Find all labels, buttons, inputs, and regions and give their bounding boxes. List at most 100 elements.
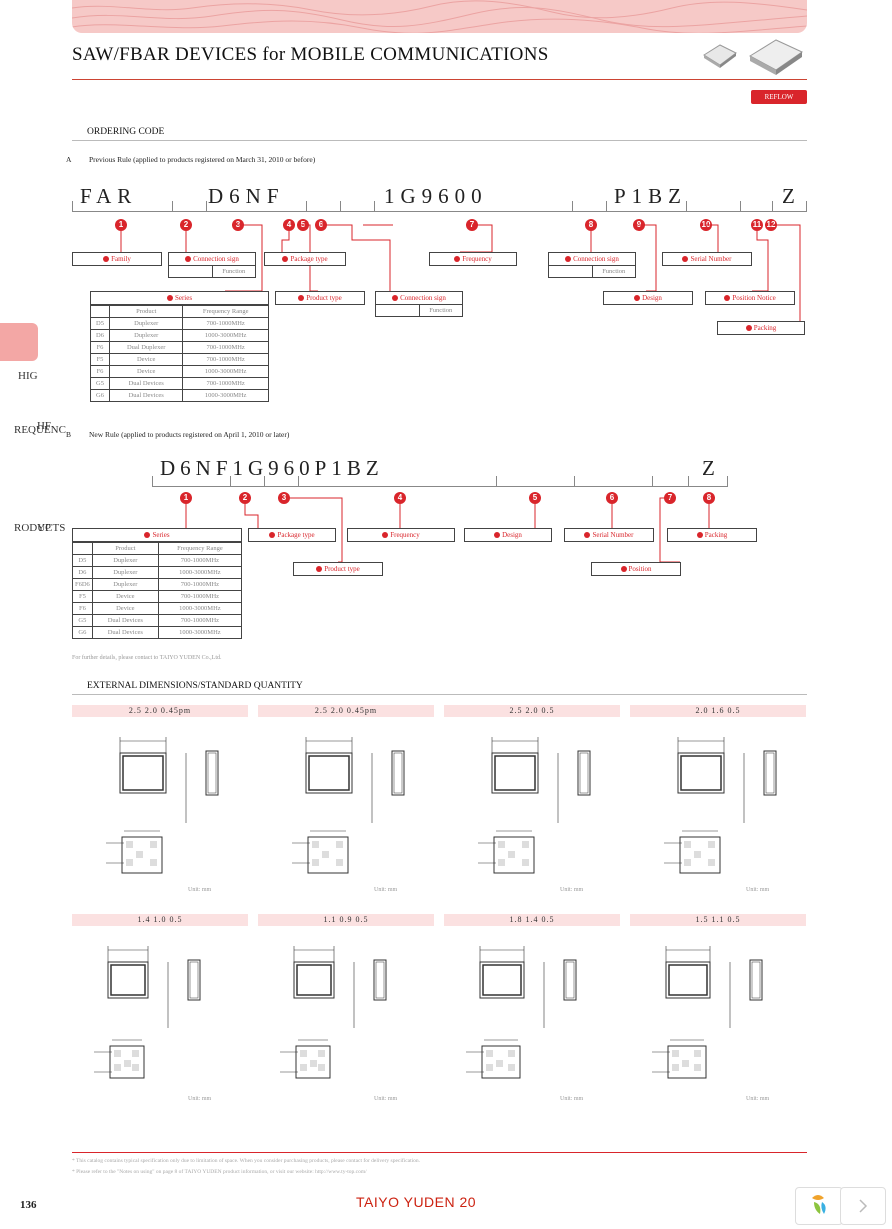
code-b-tick	[574, 476, 575, 486]
box-connection-sign: Connection sign	[168, 252, 256, 266]
code-b-tick	[496, 476, 497, 486]
code-segment-z: Z	[782, 184, 801, 208]
unit-note: Unit: mm	[560, 1096, 584, 1102]
box-product-type: Product type	[275, 291, 365, 305]
unit-note: Unit: mm	[374, 1096, 398, 1102]
side-tab[interactable]	[0, 323, 38, 361]
code-a-tick	[806, 201, 807, 211]
code-a-tick	[606, 201, 607, 211]
brand-logo: TAIYO YUDEN 20	[356, 1194, 477, 1210]
code-segment-p1bz: P1BZ	[614, 184, 688, 208]
chip-image-small	[700, 41, 740, 69]
box-b-position: Position	[591, 562, 681, 576]
unit-note: Unit: mm	[746, 1096, 770, 1102]
code-b-tick	[727, 476, 728, 486]
code-a-tick	[686, 201, 687, 211]
box-connection-sign-3: Connection sign	[375, 291, 463, 305]
package-header: 1.8 1.4 0.5	[444, 914, 620, 926]
box-serial-number: Serial Number	[662, 252, 752, 266]
package-header: 1.4 1.0 0.5	[72, 914, 248, 926]
marker-a-2: 2	[180, 219, 192, 231]
marker-a-4: 4	[283, 219, 295, 231]
box-connection-sign-2: Connection sign	[548, 252, 636, 266]
code-b-end: Z	[702, 456, 721, 480]
section-b-desc: New Rule (applied to products registered…	[89, 430, 290, 439]
box-b-packing: Packing	[667, 528, 757, 542]
code-a-tick	[740, 201, 741, 211]
footer-note-1: * This catalog contains typical specific…	[72, 1158, 421, 1164]
side-vertical-text-1: HIG	[18, 370, 38, 382]
package-drawing	[652, 946, 763, 1079]
package-header: 2.5 2.0 0.5	[444, 705, 620, 717]
box-family: Family	[72, 252, 162, 266]
box-b-design: Design	[464, 528, 552, 542]
page-title: SAW/FBAR DEVICES for MOBILE COMMUNICATIO…	[72, 44, 549, 65]
box-b-serial-number: Serial Number	[564, 528, 654, 542]
footer-rule	[72, 1152, 807, 1153]
package-drawing	[94, 946, 201, 1079]
connection-sign-2-sub: Function	[548, 266, 636, 278]
code-segment-freq: 1G9600	[384, 184, 488, 208]
code-b-tick	[298, 476, 299, 486]
package-drawing	[280, 946, 387, 1079]
section-a-leaders	[120, 224, 801, 321]
package-header: 2.5 2.0 0.45pm	[258, 705, 434, 717]
code-segment-d6nf: D6NF	[208, 184, 285, 208]
package-header: 2.0 1.6 0.5	[630, 705, 806, 717]
marker-b-6: 6	[606, 492, 618, 504]
package-drawing	[664, 737, 777, 874]
box-position: Position Notice	[705, 291, 795, 305]
unit-note: Unit: mm	[188, 1096, 212, 1102]
box-package-type: Package type	[264, 252, 346, 266]
dimensions-rule	[72, 694, 807, 695]
chip-image-large	[746, 36, 806, 78]
package-drawing	[106, 737, 219, 874]
header-banner	[72, 0, 807, 33]
page-number: 136	[20, 1199, 37, 1211]
package-drawing	[478, 737, 591, 874]
code-b-tick	[230, 476, 231, 486]
box-series: Series	[90, 291, 269, 305]
code-a-tick	[772, 201, 773, 211]
box-frequency: Frequency	[429, 252, 517, 266]
code-a-tick	[306, 201, 307, 211]
code-segment-far: FAR	[80, 184, 138, 208]
code-a-tick	[206, 201, 207, 211]
unit-note: Unit: mm	[560, 887, 584, 893]
code-a-tick	[340, 201, 341, 211]
marker-b-4: 4	[394, 492, 406, 504]
code-b-tick	[688, 476, 689, 486]
package-header: 1.1 0.9 0.5	[258, 914, 434, 926]
logo-nav-button[interactable]	[795, 1187, 843, 1225]
code-a-baseline	[72, 211, 807, 212]
marker-b-5: 5	[529, 492, 541, 504]
box-packing: Packing	[717, 321, 805, 335]
code-b-baseline	[152, 486, 728, 487]
app-logo-icon	[812, 1195, 826, 1214]
connection-sign-sub: Function	[168, 266, 256, 278]
marker-b-3: 3	[278, 492, 290, 504]
connection-sign-3-sub: Function	[375, 305, 463, 317]
side-vertical-text-2: HF	[36, 420, 52, 432]
code-b-tick	[652, 476, 653, 486]
next-page-button[interactable]	[840, 1187, 886, 1225]
box-b-series: Series	[72, 528, 242, 542]
side-vertical-text-4: YP	[36, 522, 52, 534]
chevron-right-icon	[859, 1199, 868, 1213]
box-b-product-type: Product type	[293, 562, 383, 576]
code-a-tick	[172, 201, 173, 211]
section-a-label: A	[66, 155, 72, 164]
